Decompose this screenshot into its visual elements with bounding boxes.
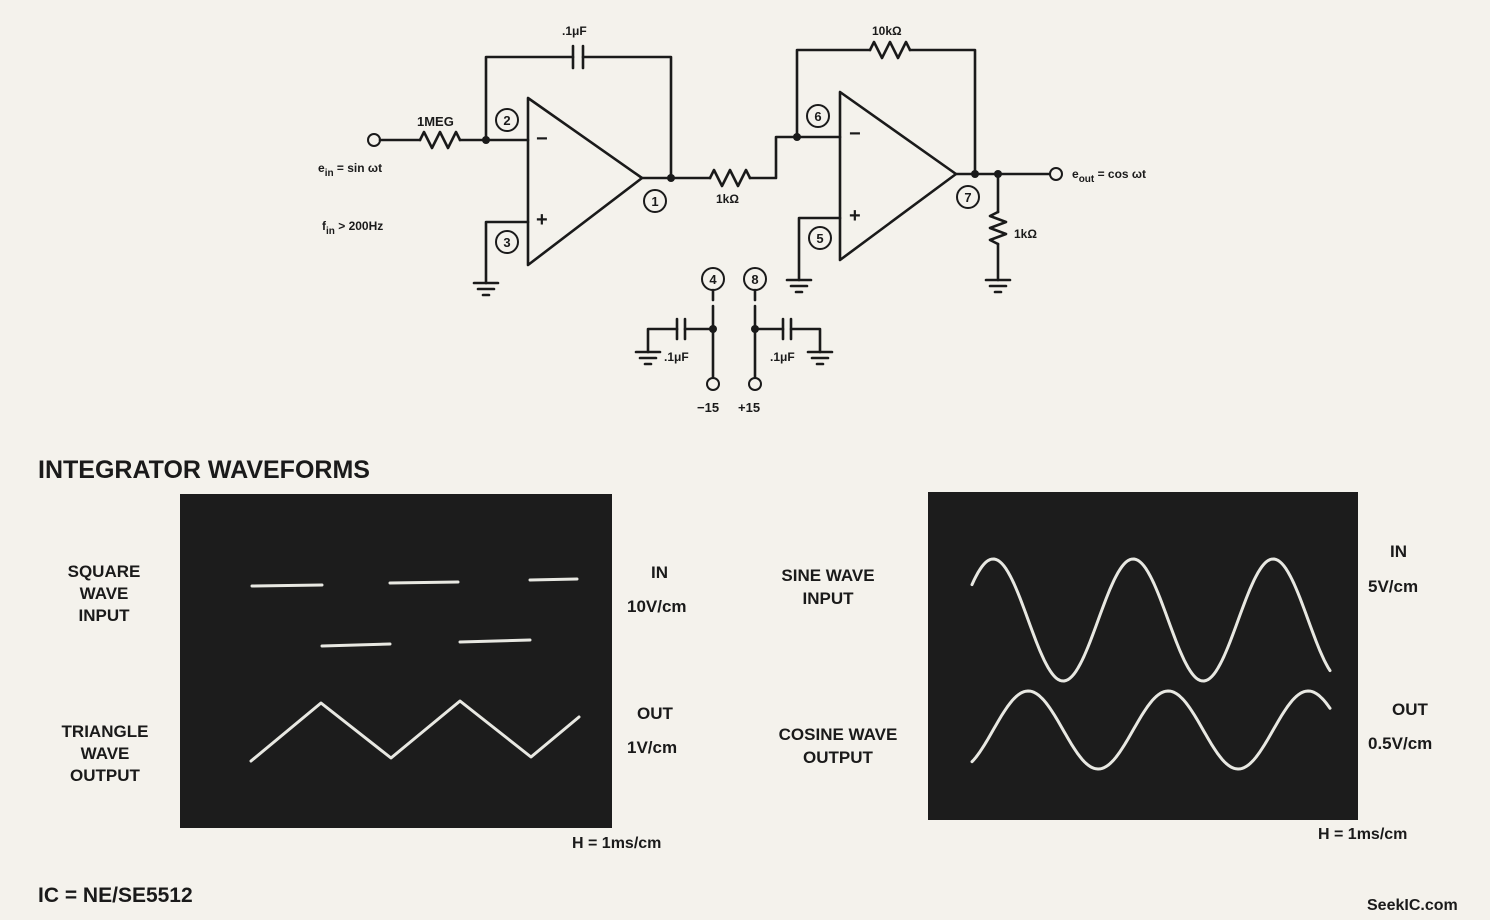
square-label-line-2: WAVE [80,584,129,603]
opamp-2-plus: + [849,205,861,227]
sine-wave-trace [970,557,1332,683]
input-terminal [367,133,381,147]
left-h-scale: H = 1ms/cm [572,835,661,852]
right-in-scale: 5V/cm [1368,577,1418,596]
pos-supply-label: +15 [738,400,760,415]
pin-5-bubble [808,226,832,250]
left-in-label: IN [651,563,668,582]
triangle-label-line-3: OUTPUT [70,766,141,785]
opamp-2-minus: − [849,123,861,145]
pin-3-bubble [495,230,519,254]
pin-4-label: 4 [709,272,717,287]
opamp-1-plus: + [536,209,548,231]
left-out-scale: 1V/cm [627,738,677,757]
feedback-resistor [868,40,912,60]
cosine-wave-trace [970,689,1332,771]
triangle-label-line-2: WAVE [81,744,130,763]
square-wave-trace [250,577,579,648]
sine-label-line-1: SINE WAVE [781,566,874,585]
neg-supply-label: −15 [697,400,719,415]
triangle-label-line-1: TRIANGLE [62,722,149,741]
input-resistor-label: 1MEG [417,114,454,129]
cosine-label-line-1: COSINE WAVE [779,725,898,744]
waveforms-title: INTEGRATOR WAVEFORMS [38,456,370,484]
feedback-resistor-label: 10kΩ [872,24,902,38]
watermark: SeekIC.com [1367,897,1458,914]
pin-5-label: 5 [816,231,823,246]
opamp-2-triangle [838,90,958,262]
pin-8-label: 8 [751,272,758,287]
output-equation: eout = cos ωt [1072,167,1146,185]
right-in-label: IN [1390,542,1407,561]
pos-supply-terminal [748,377,762,391]
pin-3-label: 3 [503,235,510,250]
left-in-scale: 10V/cm [627,597,687,616]
cosine-label-line-2: OUTPUT [803,748,874,767]
output-terminal [1049,167,1063,181]
square-label-line-1: SQUARE [68,562,141,581]
right-h-scale: H = 1ms/cm [1318,826,1407,843]
opamp-1-minus: − [536,128,548,150]
right-out-label: OUT [1392,700,1429,719]
left-scope [180,494,612,828]
pin-2-bubble [495,108,519,132]
triangle-wave-trace [249,699,581,763]
coupling-resistor-label: 1kΩ [716,192,739,206]
opamp-1-triangle [526,96,644,267]
pin-6-label: 6 [814,109,821,124]
input-equation: ein = sin ωt [318,161,382,179]
pin-1-bubble [643,189,667,213]
pin-6-bubble [806,104,830,128]
ic-label: IC = NE/SE5512 [38,884,193,907]
frequency-condition: fin > 200Hz [322,219,383,237]
right-scope [928,492,1358,820]
feedback-cap-label: .1μF [562,24,587,38]
bypass-cap-2-label: .1μF [770,350,795,364]
right-scope-screen [928,492,1358,820]
square-label-line-3: INPUT [79,606,131,625]
pin-7-label: 7 [964,190,971,205]
neg-supply-terminal [706,377,720,391]
pin-7-bubble [956,185,980,209]
coupling-resistor [708,168,752,188]
pin-1-label: 1 [651,194,658,209]
load-resistor-label: 1kΩ [1014,227,1037,241]
sine-label-line-2: INPUT [803,589,855,608]
bypass-cap-1-label: .1μF [664,350,689,364]
left-out-label: OUT [637,704,674,723]
circuit: − + 2 3 1 − + [318,24,1146,415]
left-scope-screen [180,494,612,828]
pin-2-label: 2 [503,113,510,128]
input-resistor [418,130,462,150]
right-out-scale: 0.5V/cm [1368,734,1432,753]
load-resistor [988,210,1008,246]
